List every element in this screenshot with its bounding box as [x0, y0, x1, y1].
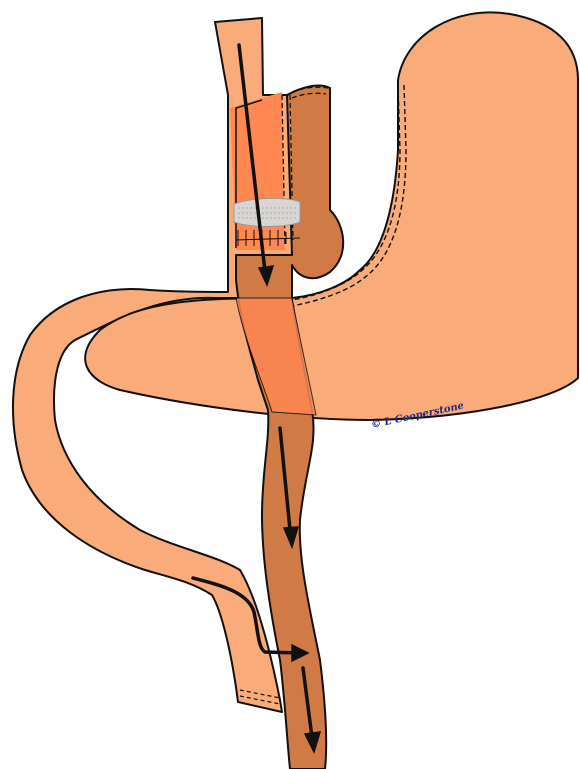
- gastric-band: [234, 198, 300, 226]
